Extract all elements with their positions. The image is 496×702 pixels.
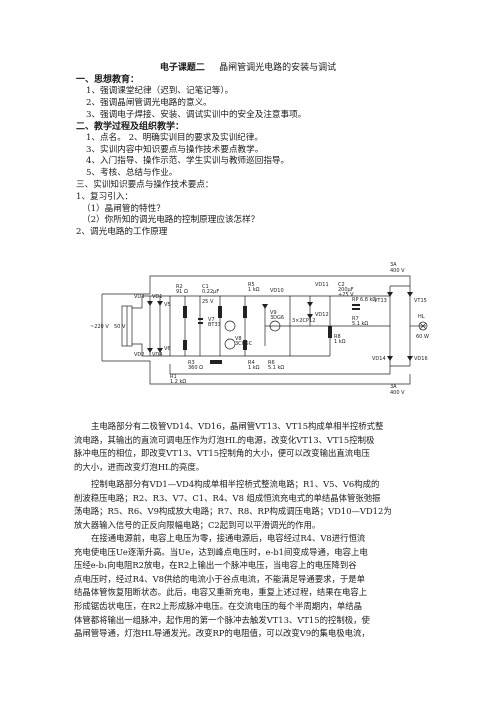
v5-label: V5 xyxy=(164,302,171,308)
outline-line: 5、考核、总结与作业。 xyxy=(86,168,178,178)
outline-line: 2、调光电路的工作原理 xyxy=(76,227,168,237)
lamp-label: HL xyxy=(418,314,425,320)
paragraph-line: 的大小，进而改变灯泡HL的亮度。 xyxy=(74,461,205,472)
document-title: 电子课题二 晶闸管调光电路的安装与调试 xyxy=(0,60,496,73)
lamp-power: 60 W xyxy=(416,334,429,340)
mains-voltage: ~220 V xyxy=(90,324,109,330)
circuit-components xyxy=(147,292,428,364)
r5-value: 1 kΩ xyxy=(248,287,260,293)
outline-line: 1、强调课堂纪律（迟到、记笔记等）。 xyxy=(86,86,234,96)
paragraph-line: 晶闸管导通，灯泡HL导通发光。改变RP的电阻值，可以改变V9的集电极电流， xyxy=(74,628,370,639)
r7-label: R7 xyxy=(352,316,359,322)
rp-label: RP xyxy=(352,297,359,303)
vd3-label: VD3 xyxy=(134,294,144,300)
r4-value: 1 kΩ xyxy=(248,365,260,371)
c2-value: 200μF xyxy=(338,287,354,293)
outline-line: 一、思想教育： xyxy=(76,75,140,85)
paragraph-line: 主电路部分有二极管VD14、VD16，晶闸管VT13、VT15构成单相半控桥式整 xyxy=(91,421,384,431)
outline-line: 三、实训知识要点与操作技术要点： xyxy=(76,180,214,190)
zener-label: 3×2CP12 xyxy=(292,318,315,324)
vd4-label: VD4 xyxy=(152,352,162,358)
r2-value: 91 Ω xyxy=(176,289,188,295)
rp-value: 6.8 kΩ xyxy=(360,297,376,303)
vd10-label: VD10 xyxy=(270,288,284,294)
r6-value: 5.1 kΩ xyxy=(268,365,284,371)
circuit-labels: 3A 400 V 3A 400 V ~220 V 50 V VD3 VD1 VD… xyxy=(90,262,429,396)
paragraph-operation: 在接通电源前，电容上电压为零，接通电源后，电容经过R4、V8进行恒流充电使电压U… xyxy=(74,532,420,641)
dimmer-circuit-diagram: 3A 400 V 3A 400 V ~220 V 50 V VD3 VD1 VD… xyxy=(90,262,429,396)
paragraph-main-circuit: 主电路部分有二极管VD14、VD16，晶闸管VT13、VT15构成单相半控桥式整… xyxy=(74,420,420,474)
v9-label: V9 xyxy=(270,310,277,316)
r2-label: R2 xyxy=(176,284,183,290)
r5-label: R5 xyxy=(248,282,255,288)
vt13-label: VT13 xyxy=(374,298,387,304)
r3-value: 360 Ω xyxy=(188,365,203,371)
outline-line: 3、实训内容中知识要点与操作技术要点教学。 xyxy=(86,145,264,155)
c2-voltage: +25 V xyxy=(338,292,354,298)
v7-type: BT33 xyxy=(208,322,221,328)
course-label: 电子课题二 xyxy=(159,63,205,73)
v7-label: V7 xyxy=(208,317,215,323)
circuit-wires xyxy=(101,275,426,385)
paragraph-line: 削波稳压电路；R2、R3、V7、C1、R4、V8 组成恒流充电式的单结晶体管张弛… xyxy=(74,492,381,503)
paragraph-line: 点电压时，经过R4、V8供给的电流小于谷点电流，不能满足导通要求，于是单 xyxy=(74,573,366,584)
v9-type: 3DG6 xyxy=(270,315,284,321)
fuse-bottom-label: 3A xyxy=(390,384,397,390)
outline-line: 4、入门指导、操作示范、学生实训与教师巡回指导。 xyxy=(86,156,290,166)
c1-voltage: 25 V xyxy=(202,299,214,305)
vd16-label: VD16 xyxy=(414,356,428,362)
c1-value: 0.22μF xyxy=(202,289,219,295)
r6-label: R6 xyxy=(268,360,275,366)
outline-line: 2、强调晶闸管调光电路的意义。 xyxy=(86,98,212,108)
r7-value: 5.1 kΩ xyxy=(352,321,368,327)
vt15-label: VT15 xyxy=(414,298,427,304)
paragraph-control-circuit: 控制电路部分有VD1—VD4构成单相半控桥式整流电路；R1、V5、V6构成的削波… xyxy=(74,478,420,532)
paragraph-line: 流电路，其输出的直流可调电压作为灯泡HL的电源，改变化VT13、VT15控制极 xyxy=(74,434,375,445)
vd2-label: VD2 xyxy=(134,352,144,358)
r8-label: R8 xyxy=(334,334,341,340)
outline-line: 1、复习引入： xyxy=(76,192,134,202)
v8-label: V8 xyxy=(235,336,242,342)
c2-label: C2 xyxy=(338,282,345,288)
paragraph-line: 充电使电压Ue逐渐升高。当Ue，达到峰点电压时，e-b1间变成导通，电容上电 xyxy=(74,546,368,557)
v8-type: 3CG5C xyxy=(235,341,253,347)
paragraph-line: 形成锯齿状电压，在R2上形成脉冲电压。在交流电压的每个半周期内，单结晶 xyxy=(74,600,363,611)
vd12-label: VD12 xyxy=(315,312,329,318)
paragraph-line: 荡电路；R5、R6、V9构成放大电路；R7、R8、RP构成调压电路；VD10—V… xyxy=(74,506,392,517)
paragraph-line: 放大器输入信号的正反向限幅电路；C2起到可以平滑调光的作用。 xyxy=(74,519,321,530)
r1-value: 1.2 kΩ xyxy=(170,379,186,385)
fuse-top-voltage: 400 V xyxy=(390,268,405,274)
vd11-label: VD11 xyxy=(315,282,329,288)
r1-label: R1 xyxy=(170,374,177,380)
paragraph-line: 结晶体管恢复阻断状态。此后，电容又重新充电，重复上述过程，结果在电容上 xyxy=(74,587,368,598)
c1-label: C1 xyxy=(202,284,209,290)
outline-line: （1）晶闸管的特性？ xyxy=(82,204,165,214)
v6-label: V6 xyxy=(164,346,171,352)
r3-label: R3 xyxy=(188,360,195,366)
paragraph-line: 压经e-b₁向电阻R2放电，在R2上输出一个脉冲电压，当电容上的电压降到谷 xyxy=(74,560,357,571)
paragraph-line: 控制电路部分有VD1—VD4构成单相半控桥式整流电路；R1、V5、V6构成的 xyxy=(91,479,380,489)
outline-line: 1、点名。 2、明确实训目的要求及实训纪律。 xyxy=(86,133,263,143)
transformer-voltage: 50 V xyxy=(114,324,126,330)
outline-line: （2）你所知的调光电路的控制原理应该怎样？ xyxy=(82,215,260,225)
paragraph-line: 体管都将输出一组脉冲，起作用的第一个脉冲去触发VT13、VT15的控制极，使 xyxy=(74,614,370,625)
topic-title: 晶闸管调光电路的安装与调试 xyxy=(219,63,337,73)
paragraph-line: 在接通电源前，电容上电压为零，接通电源后，电容经过R4、V8进行恒流 xyxy=(91,533,366,543)
vd14-label: VD14 xyxy=(372,356,386,362)
outline-line: 二、教学过程及组织教学： xyxy=(76,122,185,132)
vd1-label: VD1 xyxy=(152,294,162,300)
outline-line: 3、强调电子焊接、安装、调试实训中的安全及注意事项。 xyxy=(86,110,307,120)
fuse-bottom-voltage: 400 V xyxy=(390,390,405,396)
fuse-top-label: 3A xyxy=(390,262,397,268)
r8-value: 1 kΩ xyxy=(334,339,346,345)
paragraph-line: 脉冲电压的相位，即改变VT13、VT15控制角的大小，便可以改变输出直流电压 xyxy=(74,448,370,459)
r4-label: R4 xyxy=(248,360,255,366)
